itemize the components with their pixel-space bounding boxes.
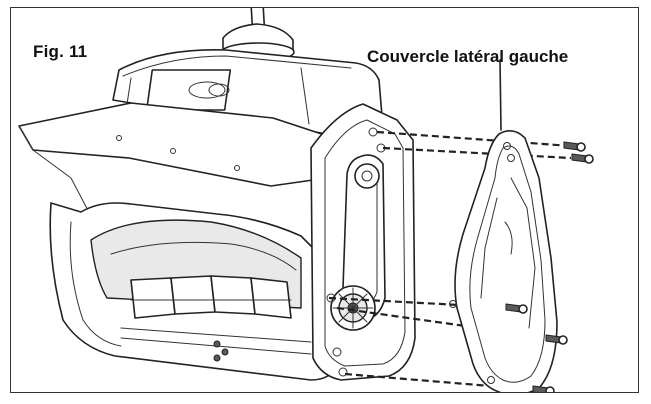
snow-thrower-exploded-diagram xyxy=(18,8,594,392)
screw-top-1 xyxy=(563,141,586,152)
left-side-cover xyxy=(449,130,558,392)
side-frame xyxy=(310,103,416,381)
figure-label: Fig. 11 xyxy=(33,42,88,61)
auger-housing xyxy=(49,202,344,381)
callout-label: Couvercle latéral gauche xyxy=(367,47,569,66)
figure-frame: Fig. 11 Couvercle latéral gauche xyxy=(10,7,639,393)
front-deflector xyxy=(18,102,350,269)
screw-bottom xyxy=(532,385,555,392)
screw-middle-2 xyxy=(545,334,568,345)
callout-leader-line xyxy=(499,59,502,131)
screw-top-2 xyxy=(571,153,594,164)
screw-middle-1 xyxy=(505,303,528,314)
